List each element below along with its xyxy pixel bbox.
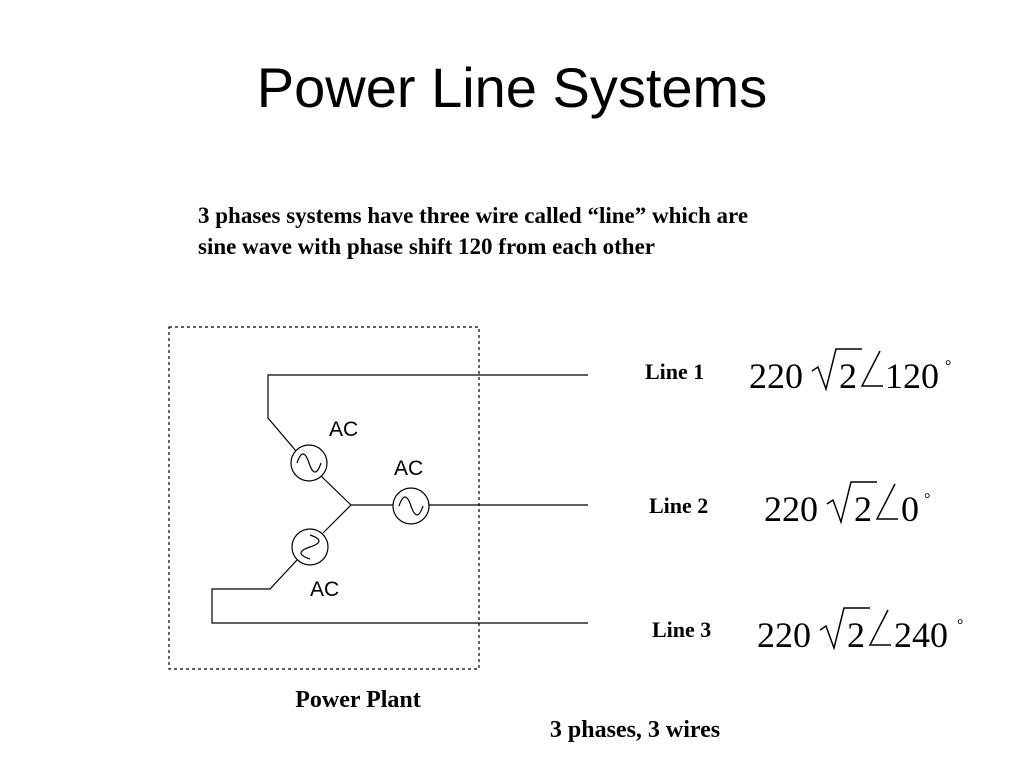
ac-source-top-icon (290, 444, 328, 482)
intro-line-2: sine wave with phase shift 120 from each… (198, 234, 655, 259)
phasor-2-angle: 0 (901, 489, 919, 529)
angle-symbol-icon (875, 483, 898, 520)
wire-neutral-to-bottom (322, 504, 352, 534)
ac-label-top: AC (329, 418, 358, 441)
sqrt-symbol-icon (811, 348, 862, 392)
angle-symbol-icon (860, 350, 883, 387)
ac-label-right: AC (394, 457, 423, 480)
phasor-1-root: 2 (839, 356, 857, 396)
phasor-line-2: 220 2 0 ° (764, 481, 930, 529)
sqrt-symbol-icon (826, 481, 877, 525)
line-label-3: Line 3 (652, 617, 711, 642)
sqrt-symbol-icon (819, 607, 870, 651)
phasor-line-1: 220 2 120 ° (749, 348, 951, 396)
summary-caption: 3 phases, 3 wires (550, 717, 720, 743)
power-plant-caption: Power Plant (295, 687, 421, 713)
phasor-3-root: 2 (847, 615, 865, 655)
phasor-line-3: 220 2 240 ° (757, 607, 963, 655)
line-label-2: Line 2 (649, 493, 708, 518)
intro-text: 3 phases systems have three wire called … (198, 200, 918, 262)
phasor-1-angle: 120 (885, 356, 939, 396)
intro-line-1: 3 phases systems have three wire called … (198, 203, 749, 228)
phasor-3-angle: 240 (894, 615, 948, 655)
slide-title: Power Line Systems (256, 56, 768, 119)
angle-symbol-icon (868, 609, 891, 646)
line-label-1: Line 1 (645, 359, 704, 384)
wire-top-to-neutral (320, 475, 352, 506)
phasor-1-degree: ° (945, 358, 951, 375)
phasor-2-degree: ° (924, 491, 930, 508)
phasor-1-magnitude: 220 (749, 356, 803, 396)
wiring (211, 374, 588, 624)
ac-label-bottom: AC (310, 578, 339, 601)
phasor-3-degree: ° (957, 617, 963, 634)
wire-line-1 (267, 374, 588, 452)
ac-source-right-icon (392, 487, 430, 525)
phasor-2-root: 2 (854, 489, 872, 529)
wire-line-3 (211, 559, 588, 624)
power-plant-boundary (168, 326, 480, 670)
phasor-3-magnitude: 220 (757, 615, 811, 655)
phasor-2-magnitude: 220 (764, 489, 818, 529)
ac-source-bottom-icon (291, 528, 329, 566)
